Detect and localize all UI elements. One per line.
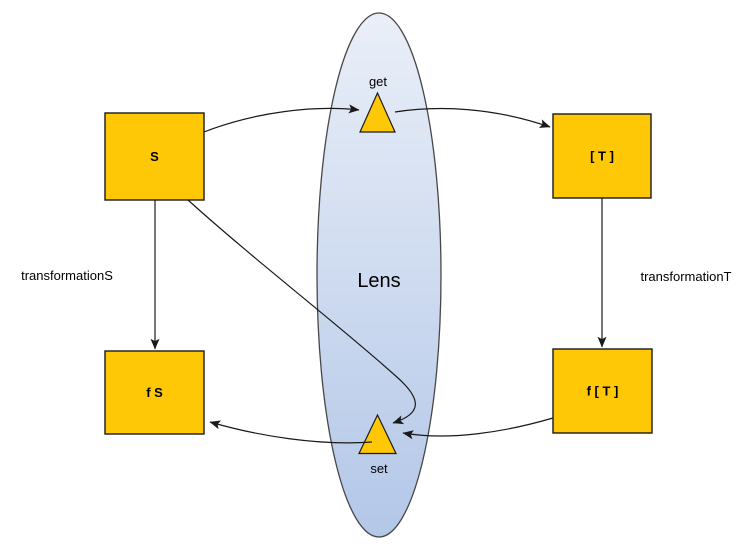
edge-get-to-t	[394, 107, 551, 128]
lens-label: Lens	[357, 270, 400, 292]
edge-s-to-set	[187, 199, 416, 425]
node-s	[104, 112, 205, 201]
set-port-label: set	[370, 461, 388, 476]
edge-set-to-fs	[209, 420, 373, 444]
lens-ellipse	[316, 12, 442, 538]
node-ft-label: f [ T ]	[587, 384, 619, 399]
node-t-label: [ T ]	[590, 149, 614, 164]
edge-ft-to-set	[402, 417, 554, 440]
transformation-s-label: transformationS	[21, 268, 113, 283]
transformation-t-label: transformationT	[640, 269, 731, 284]
node-t	[552, 113, 652, 199]
node-s-label: S	[150, 149, 159, 164]
set-port-triangle-icon	[358, 413, 397, 455]
edge-s-to-get	[203, 104, 360, 133]
get-port-triangle-icon	[359, 91, 396, 133]
node-ft	[552, 348, 653, 434]
node-fs	[104, 350, 205, 435]
node-fs-label: f S	[146, 385, 163, 400]
get-port-label: get	[369, 74, 387, 89]
